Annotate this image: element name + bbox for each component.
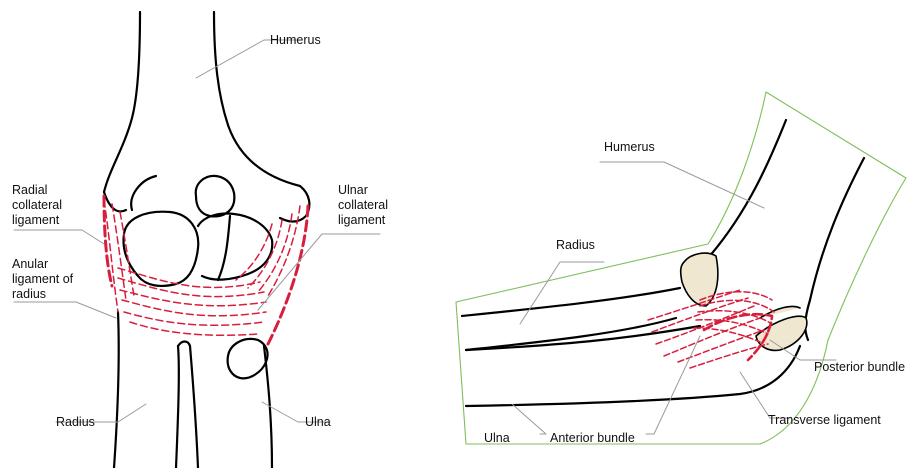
left-articular-surfaces [124,176,273,286]
label-humerus-right: Humerus [604,140,655,155]
label-radial-collateral-ligament: Radial collateral ligament [12,183,62,228]
left-elbow-figure [14,12,380,468]
right-elbow-figure [456,92,906,444]
left-forearm-bones [114,312,272,468]
label-humerus-left: Humerus [270,33,321,48]
label-radius-right: Radius [556,238,595,253]
right-forearm-bones [462,288,800,406]
radial-collateral-ligament-band [104,196,112,286]
label-posterior-bundle: Posterior bundle [814,360,905,375]
label-ulnar-collateral-ligament: Ulnar collateral ligament [338,183,388,228]
label-anular-ligament-of-radius: Anular ligament of radius [12,257,73,302]
right-leader-lines [512,162,836,434]
label-radius-left: Radius [56,415,95,430]
label-transverse-ligament: Transverse ligament [768,413,881,428]
label-ulna-left: Ulna [305,415,331,430]
label-anterior-bundle: Anterior bundle [550,431,635,446]
label-ulna-right: Ulna [484,431,510,446]
